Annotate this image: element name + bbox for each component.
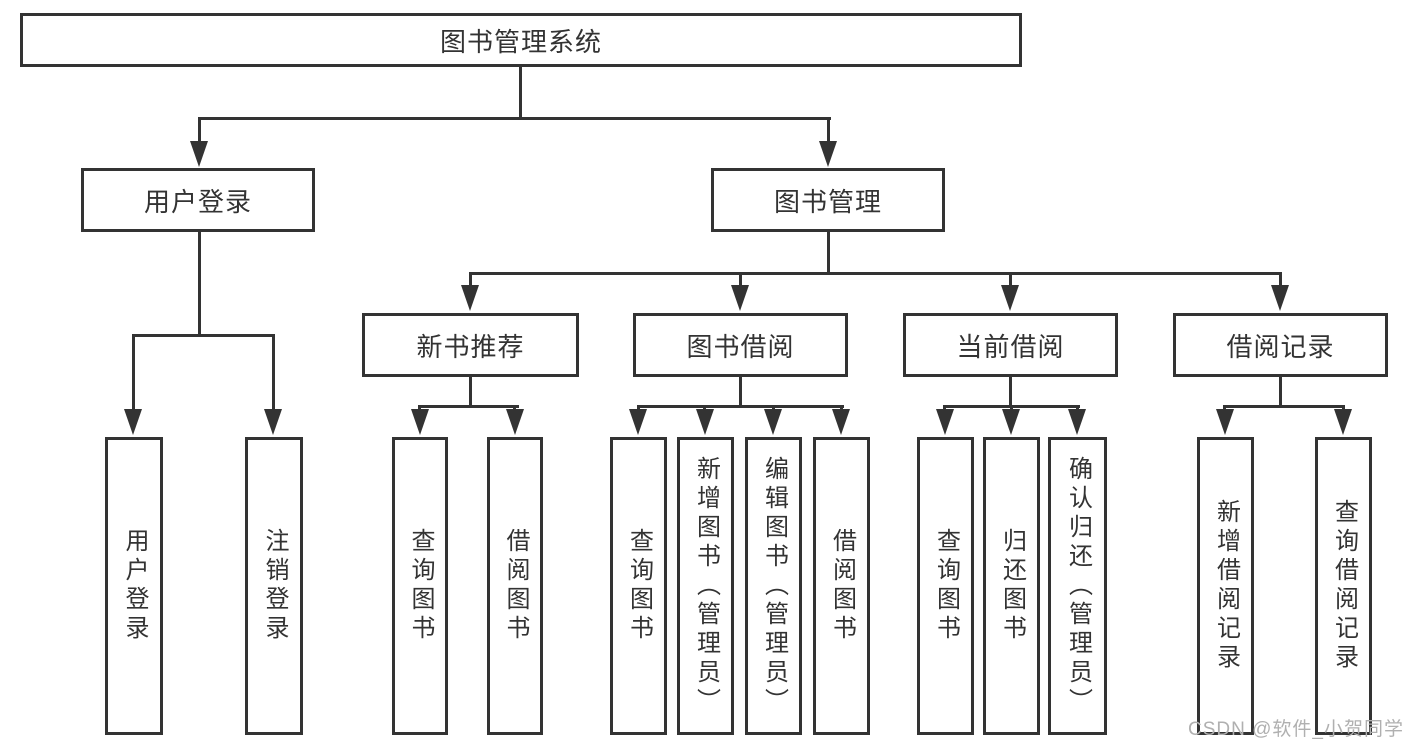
- connector-book-borrow-hbar: [637, 405, 844, 408]
- connector-new-book-rec-trunk: [469, 377, 472, 408]
- arrow-into-query-book-3: [936, 409, 954, 435]
- arrow-into-user-login: [190, 141, 208, 167]
- leaf-add-books-admin: 新增图书（管理员）: [677, 437, 734, 735]
- leaf-borrow-books-2: 借阅图书: [813, 437, 870, 735]
- leaf-query-books-1: 查询图书: [392, 437, 448, 735]
- node-book-management: 图书管理: [711, 168, 945, 232]
- connector-drop-leaf-user-login: [132, 334, 135, 410]
- connector-book-mgmt-hbar: [469, 272, 1282, 275]
- connector-drop-current-borrow: [1009, 272, 1012, 288]
- arrow-into-current-borrow: [1001, 285, 1019, 311]
- leaf-confirm-return-admin: 确认归还（管理员）: [1048, 437, 1107, 735]
- connector-root-hbar: [198, 117, 831, 120]
- connector-book-borrow-trunk: [739, 377, 742, 408]
- node-borrowing-records: 借阅记录: [1173, 313, 1388, 377]
- arrow-into-leaf-logout: [264, 409, 282, 435]
- arrow-into-borrow-book-2: [832, 409, 850, 435]
- connector-new-book-rec-hbar: [418, 405, 519, 408]
- arrow-into-query-book-2: [629, 409, 647, 435]
- arrow-into-add-book: [696, 409, 714, 435]
- connector-current-borrow-trunk: [1009, 377, 1012, 408]
- leaf-query-books-3: 查询图书: [917, 437, 974, 735]
- connector-drop-leaf-logout: [272, 334, 275, 410]
- node-root-library-system: 图书管理系统: [20, 13, 1022, 67]
- leaf-query-borrow-record: 查询借阅记录: [1315, 437, 1372, 735]
- connector-drop-book-mgmt: [827, 117, 830, 145]
- arrow-into-borrow-book-1: [506, 409, 524, 435]
- arrow-into-query-book-1: [411, 409, 429, 435]
- leaf-return-books: 归还图书: [983, 437, 1040, 735]
- leaf-add-borrow-record: 新增借阅记录: [1197, 437, 1254, 735]
- arrow-into-query-record: [1334, 409, 1352, 435]
- connector-borrow-record-trunk: [1279, 377, 1282, 408]
- leaf-edit-books-admin: 编辑图书（管理员）: [745, 437, 802, 735]
- connector-drop-user-login: [198, 117, 201, 145]
- connector-drop-book-borrow: [739, 272, 742, 288]
- node-user-login: 用户登录: [81, 168, 315, 232]
- arrow-into-book-borrow: [731, 285, 749, 311]
- leaf-query-books-2: 查询图书: [610, 437, 667, 735]
- arrow-into-new-book-rec: [461, 285, 479, 311]
- arrow-into-leaf-user-login: [124, 409, 142, 435]
- connector-drop-borrow-record: [1279, 272, 1282, 288]
- arrow-into-return-book: [1002, 409, 1020, 435]
- node-new-book-recommend: 新书推荐: [362, 313, 579, 377]
- arrow-into-borrow-record: [1271, 285, 1289, 311]
- arrow-into-confirm-return: [1068, 409, 1086, 435]
- leaf-logout: 注销登录: [245, 437, 303, 735]
- connector-drop-new-book-rec: [469, 272, 472, 288]
- arrow-into-book-mgmt: [819, 141, 837, 167]
- csdn-watermark: CSDN @软件_小贺同学: [1188, 719, 1404, 740]
- connector-root-trunk: [519, 67, 522, 119]
- connector-book-mgmt-trunk: [827, 232, 830, 275]
- connector-borrow-record-hbar: [1223, 405, 1345, 408]
- arrow-into-edit-book: [764, 409, 782, 435]
- leaf-borrow-books-1: 借阅图书: [487, 437, 543, 735]
- arrow-into-add-record: [1216, 409, 1234, 435]
- node-current-borrowing: 当前借阅: [903, 313, 1118, 377]
- leaf-user-login: 用户登录: [105, 437, 163, 735]
- node-book-borrowing: 图书借阅: [633, 313, 848, 377]
- connector-user-login-hbar: [132, 334, 275, 337]
- connector-user-login-trunk: [198, 232, 201, 337]
